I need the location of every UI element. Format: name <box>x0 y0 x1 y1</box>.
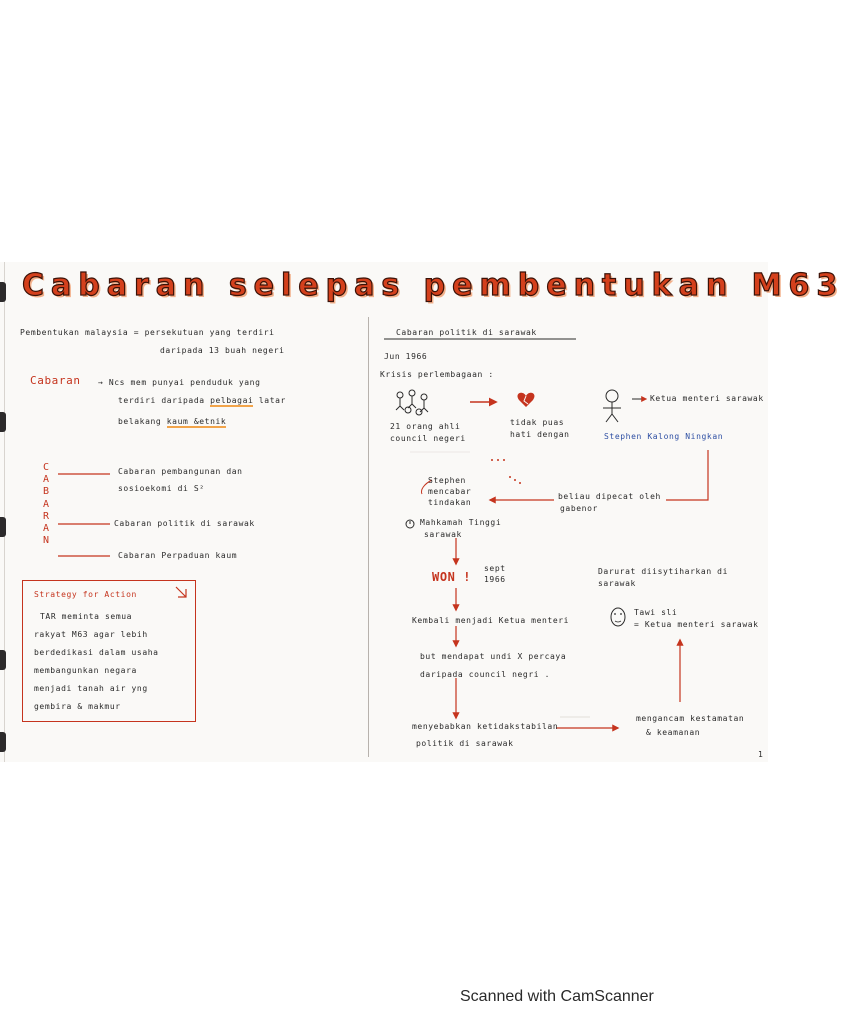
but-line-2: daripada council negri . <box>420 670 550 679</box>
sept-line-2: 1966 <box>484 575 506 584</box>
council-line-1: 21 orang ahli <box>390 422 461 431</box>
menyebabkan-line-2: politik di sarawak <box>416 739 514 748</box>
cabaran-line-2a: terdiri daripada <box>118 396 205 405</box>
challenge-3: Cabaran Perpaduan kaum <box>118 551 238 560</box>
hand-drawn-arrows <box>58 338 709 732</box>
mahkamah-line-2: sarawak <box>424 530 462 539</box>
event-date: Jun 1966 <box>384 352 428 361</box>
strategy-title: Strategy for Action <box>34 590 137 599</box>
cabaran-line-2: terdiri daripada pelbagai latar <box>118 396 286 407</box>
stephen-mencabar-line-3: tindakan <box>428 498 472 507</box>
krisis-heading: Krisis perlembagaan : <box>380 370 494 379</box>
right-heading: Cabaran politik di sarawak <box>396 328 537 337</box>
kembali-line: Kembali menjadi Ketua menteri <box>412 616 570 625</box>
strategy-line: menjadi tanah air yng <box>34 684 148 693</box>
won-label: WON ! <box>432 570 472 584</box>
challenge-1-line-1: Cabaran pembangunan dan <box>118 467 243 476</box>
highlight-pelbagai: pelbagai <box>210 396 254 407</box>
tidak-puas-line-2: hati dengan <box>510 430 570 439</box>
scanned-note-page: Cabaran selepas pembentukan M63 <box>0 262 844 762</box>
cabaran-line-2c: latar <box>258 396 286 405</box>
cabaran-label: Cabaran <box>30 374 81 387</box>
darurat-line-1: Darurat diisytiharkan di <box>598 567 728 576</box>
cabaran-line-1: → Ncs mem punyai penduduk yang <box>98 378 261 387</box>
strategy-line: TAR meminta semua <box>40 612 133 621</box>
strategy-line: berdedikasi dalam usaha <box>34 648 159 657</box>
strategy-box <box>22 580 196 722</box>
binder-ring <box>0 732 6 752</box>
camscanner-watermark: Scanned with CamScanner <box>460 988 654 1005</box>
mengancam-line-1: mengancam kestamatan <box>636 714 745 723</box>
council-line-2: council negeri <box>390 434 466 443</box>
intro-line-1: Pembentukan malaysia = persekutuan yang … <box>20 328 275 337</box>
mengancam-line-2: & keamanan <box>646 728 701 737</box>
vertical-word-cabaran: CABARAN <box>42 462 50 547</box>
stephen-mencabar-line-2: mencabar <box>428 487 472 496</box>
binder-ring <box>0 650 6 670</box>
strategy-line: membangunkan negara <box>34 666 137 675</box>
but-line-1: but mendapat undi X percaya <box>420 652 567 661</box>
challenge-1-line-2: sosioekomi di S² <box>118 484 205 493</box>
dipecat-line-1: beliau dipecat oleh <box>558 492 661 501</box>
ketua-menteri-label: Ketua menteri sarawak <box>650 394 764 403</box>
mahkamah-line-1: Mahkamah Tinggi <box>420 518 502 527</box>
darurat-line-2: sarawak <box>598 579 636 588</box>
cabaran-line-3: belakang kaum &etnik <box>118 417 227 428</box>
strategy-line: rakyat M63 agar lebih <box>34 630 148 639</box>
dipecat-line-2: gabenor <box>560 504 598 513</box>
page-margin-line <box>4 262 5 762</box>
tidak-puas-line-1: tidak puas <box>510 418 565 427</box>
tawi-sli-line-2: = Ketua menteri sarawak <box>634 620 759 629</box>
tawi-sli-line-1: Tawi sli <box>634 608 678 617</box>
binder-ring <box>0 282 6 302</box>
page-title: Cabaran selepas pembentukan M63 <box>21 267 844 303</box>
page-number: 1 <box>758 750 764 759</box>
binder-ring <box>0 412 6 432</box>
menyebabkan-line-1: menyebabkan ketidakstabilan <box>412 722 559 731</box>
stephen-mencabar-line-1: Stephen <box>428 476 466 485</box>
intro-line-2: daripada 13 buah negeri <box>160 346 285 355</box>
challenge-2: Cabaran politik di sarawak <box>114 519 255 528</box>
sept-line-1: sept <box>484 564 506 573</box>
cabaran-line-3a: belakang <box>118 417 162 426</box>
strategy-line: gembira & makmur <box>34 702 121 711</box>
stephen-ningkan-name: Stephen Kalong Ningkan <box>604 432 724 441</box>
highlight-kaum-etnik: kaum &etnik <box>166 417 227 428</box>
binder-ring <box>0 517 6 537</box>
column-divider <box>368 317 369 757</box>
